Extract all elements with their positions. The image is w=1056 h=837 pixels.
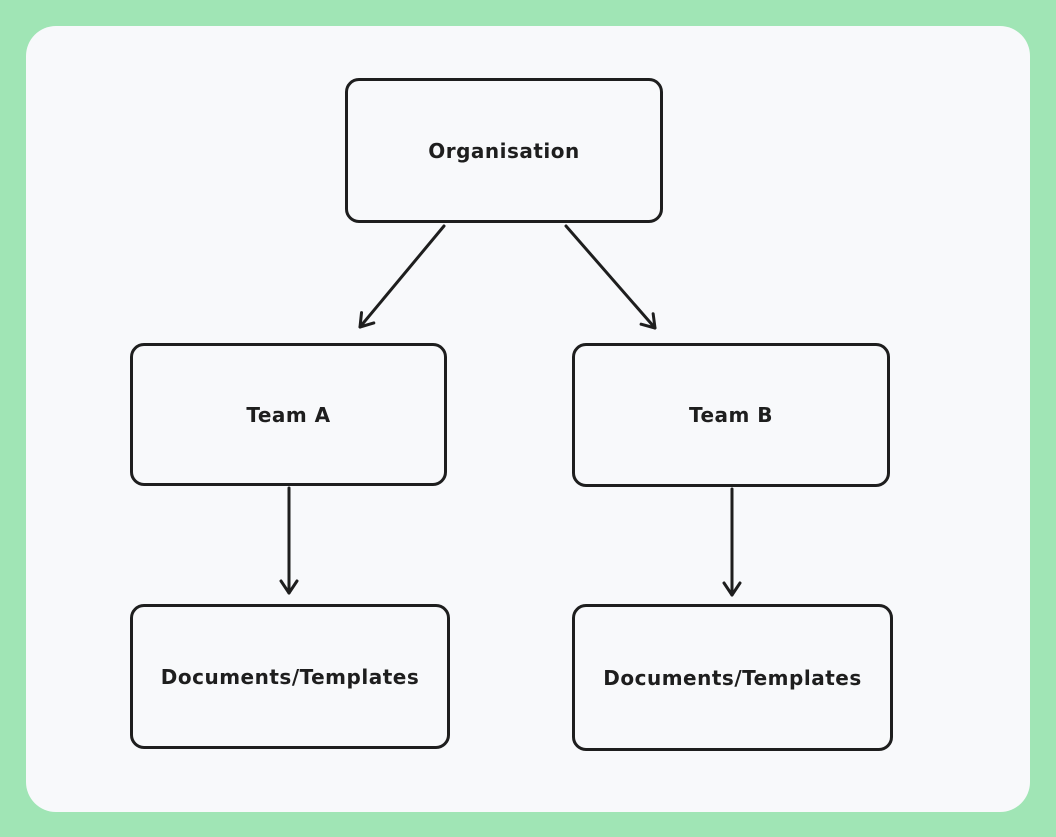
node-label: Documents/Templates	[160, 664, 420, 689]
node-documents-templates-a: Documents/Templates	[130, 604, 450, 749]
node-team-a: Team A	[130, 343, 447, 486]
node-label: Team A	[246, 402, 331, 427]
node-label: Team B	[688, 403, 774, 427]
node-organisation: Organisation	[345, 78, 663, 223]
diagram-canvas	[26, 26, 1030, 812]
node-documents-templates-b: Documents/Templates	[572, 604, 893, 751]
node-label: Documents/Templates	[603, 665, 862, 690]
node-team-b: Team B	[572, 343, 890, 487]
node-label: Organisation	[428, 138, 580, 163]
